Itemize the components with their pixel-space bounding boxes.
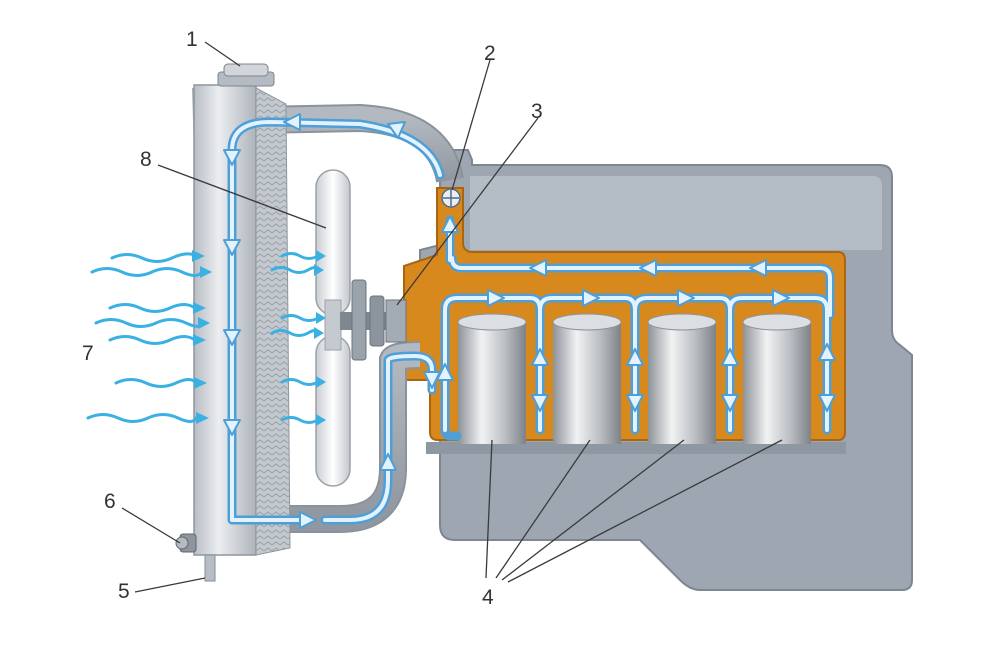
leader-lines bbox=[121, 41, 783, 593]
radiator-cap bbox=[217, 63, 275, 87]
cylinder-2 bbox=[552, 313, 622, 444]
callout-numbers: 1 2 3 4 5 6 7 8 bbox=[82, 28, 543, 609]
callout-4: 4 bbox=[482, 586, 494, 609]
callout-7: 7 bbox=[82, 342, 94, 365]
callout-8: 8 bbox=[140, 148, 152, 171]
water-pump bbox=[340, 279, 407, 361]
callout-6: 6 bbox=[104, 490, 116, 513]
cylinder-1 bbox=[457, 313, 527, 444]
flow-arrowheads bbox=[223, 113, 836, 529]
upper-hose bbox=[254, 103, 464, 184]
cylinder-4 bbox=[742, 313, 812, 444]
drain-plug bbox=[175, 533, 197, 553]
incoming-airflow bbox=[86, 252, 320, 424]
callout-5: 5 bbox=[118, 580, 130, 603]
coolant-flow-paths bbox=[227, 117, 835, 525]
callout-2: 2 bbox=[484, 42, 496, 65]
airflow-arrowheads bbox=[192, 250, 326, 426]
cooling-fan bbox=[315, 169, 351, 487]
callout-3: 3 bbox=[531, 100, 543, 123]
thermostat bbox=[441, 188, 461, 208]
engine-cylinders bbox=[457, 313, 812, 444]
callout-1: 1 bbox=[186, 28, 198, 51]
cylinder-3 bbox=[647, 313, 717, 444]
